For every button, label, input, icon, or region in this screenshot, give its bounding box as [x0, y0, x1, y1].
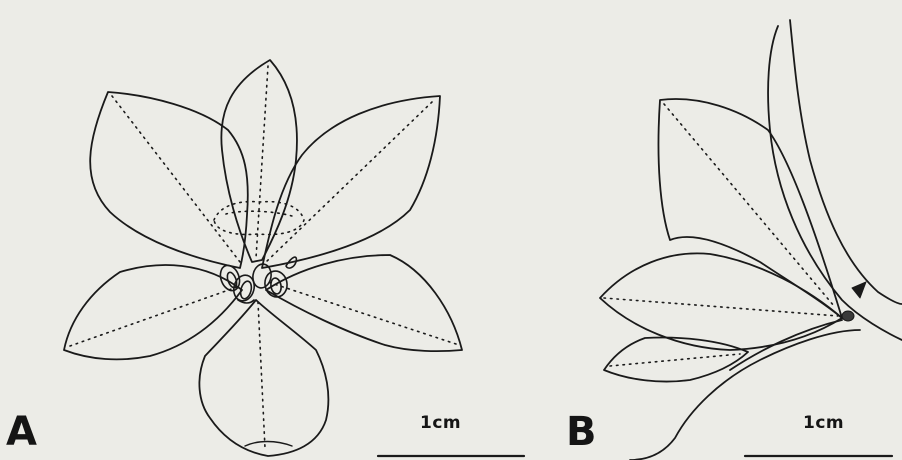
- panel-label-a: A: [6, 412, 37, 452]
- petal-side-middle: [600, 253, 842, 350]
- petal-upper-right: [262, 96, 440, 268]
- flower-front-view: [64, 60, 462, 456]
- sepal-upright: [768, 20, 902, 340]
- vein-dots-side: [604, 104, 838, 366]
- petal-top: [221, 60, 297, 262]
- scale-label-a: 1cm: [420, 415, 461, 432]
- scale-label-b: 1cm: [803, 415, 844, 432]
- petal-side-upper: [658, 99, 842, 318]
- panel-label-b: B: [566, 412, 597, 452]
- flower-side-view: [600, 20, 902, 460]
- petal-side-bottom: [630, 320, 860, 460]
- arrow-marker: [852, 282, 866, 298]
- petal-lower-right: [266, 255, 462, 351]
